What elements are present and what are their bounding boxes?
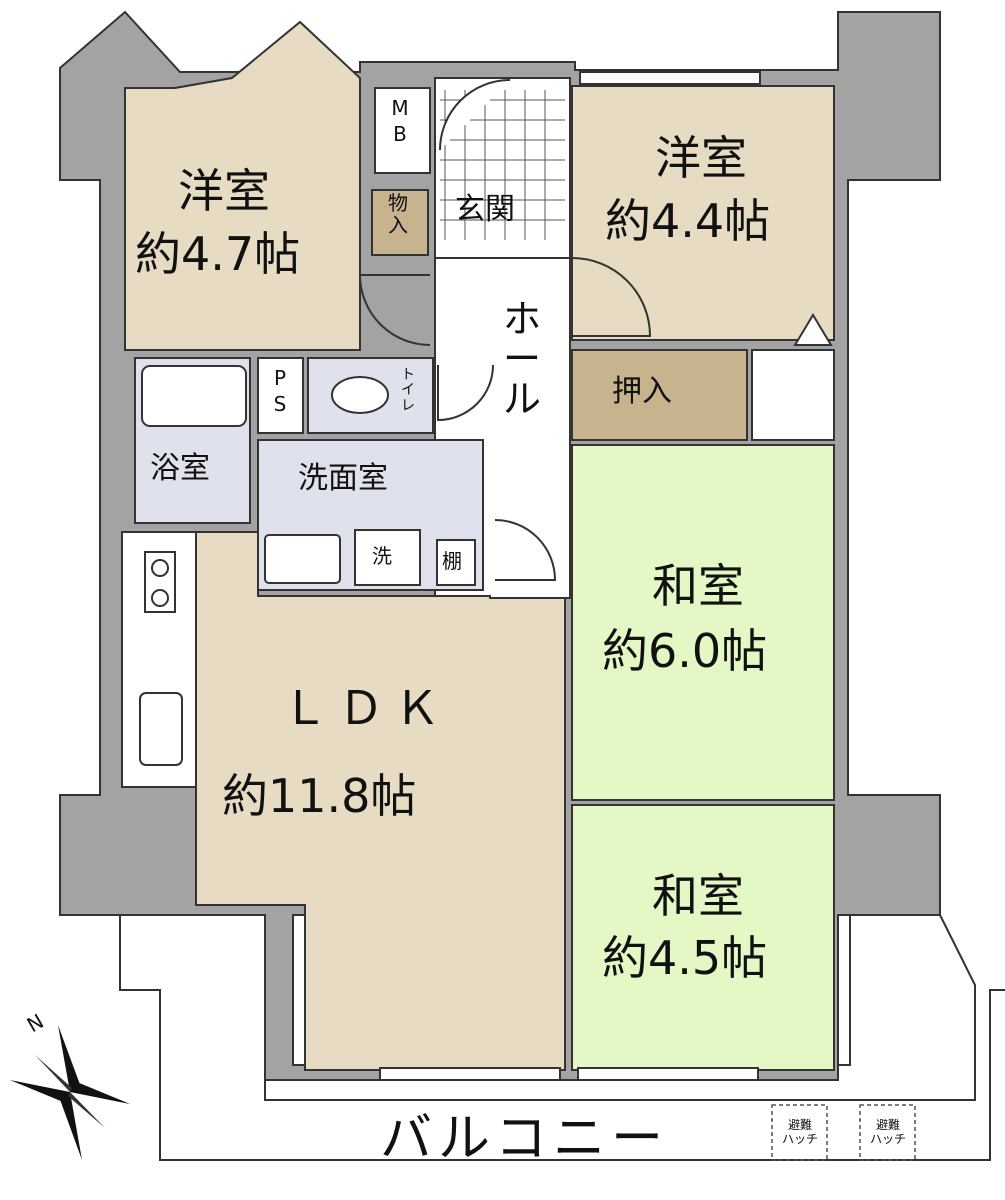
shelf-label: 棚 — [442, 549, 462, 573]
hatch-label-2: 避難 ハッチ — [869, 1118, 906, 1147]
stair-area — [751, 349, 835, 441]
japanese-1-size: 約6.0帖 — [602, 624, 768, 678]
escape-hatches — [771, 1104, 916, 1161]
windows — [292, 71, 851, 1081]
balcony-rail — [264, 914, 976, 1101]
closet-label: 押入 — [612, 374, 672, 409]
western-ne-size: 約4.4帖 — [605, 194, 771, 248]
entrance-door-swing — [439, 79, 511, 151]
western-ne-name: 洋室 — [655, 131, 747, 185]
western-room-ne — [571, 85, 835, 341]
balcony-outline — [119, 915, 1005, 1161]
bath-label: 浴室 — [150, 451, 210, 486]
storage-room — [371, 189, 429, 256]
compass-icon — [10, 1025, 130, 1160]
entrance-tile-grid — [440, 90, 565, 240]
ldk-room — [195, 531, 566, 1071]
japanese-1-name: 和室 — [652, 559, 744, 613]
closet-room — [571, 349, 748, 441]
washer-pan — [354, 529, 421, 586]
stair-arrow-icon — [793, 313, 833, 346]
japanese-room-1 — [571, 444, 835, 801]
mb-label: MB — [391, 96, 409, 146]
door-swings — [359, 257, 652, 581]
mb-room — [374, 87, 431, 174]
ps-label: PS — [273, 366, 287, 416]
japanese-2-name: 和室 — [652, 869, 744, 923]
ps-room — [257, 357, 304, 434]
hall-label: ホール — [502, 297, 541, 421]
western-nw-size: 約4.7帖 — [135, 227, 301, 281]
storage-label: 物入 — [388, 191, 408, 237]
balcony-label: バルコニー — [380, 1109, 669, 1169]
toilet-bowl — [331, 376, 389, 414]
washer-label: 洗 — [372, 544, 392, 568]
stove — [144, 551, 176, 613]
washroom-label: 洗面室 — [298, 461, 388, 496]
western-nw-name: 洋室 — [178, 164, 270, 218]
kitchen-sink — [139, 692, 183, 766]
japanese-room-2 — [571, 804, 835, 1071]
entrance-label: 玄関 — [455, 192, 515, 227]
japanese-2-size: 約4.5帖 — [602, 931, 768, 985]
shelf-box — [436, 539, 476, 586]
wash-basin — [264, 534, 341, 584]
entrance-room — [434, 77, 571, 259]
western-room-nw — [124, 20, 361, 351]
hatch-label-1: 避難 ハッチ — [781, 1118, 818, 1147]
toilet-label: トイレ — [401, 367, 415, 414]
ldk-size: 約11.8帖 — [222, 769, 417, 823]
ldk-name: ＬＤＫ — [282, 681, 450, 735]
bathtub — [141, 365, 247, 427]
